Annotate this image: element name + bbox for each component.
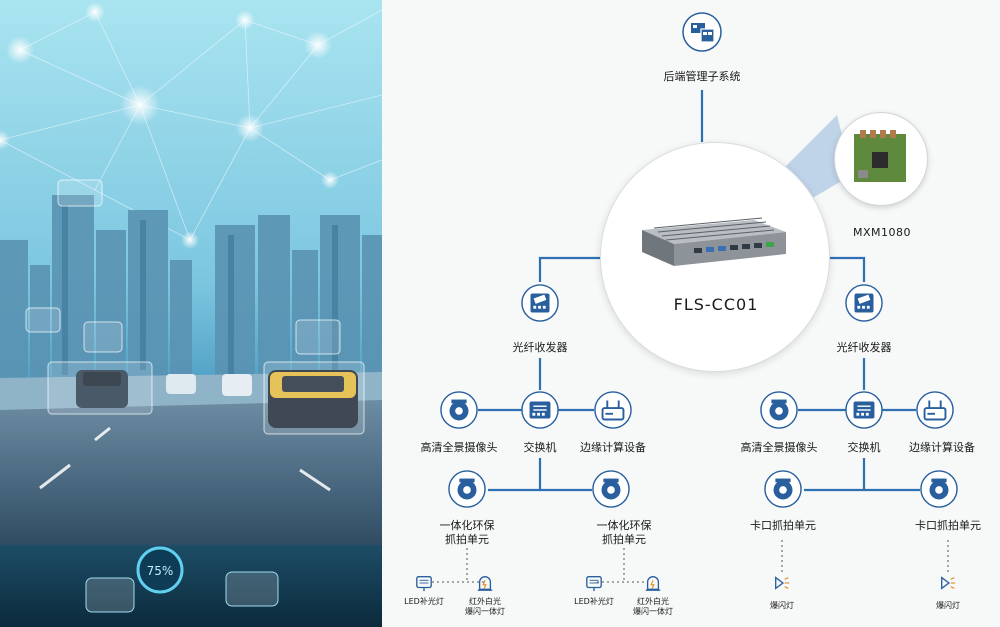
led-light-icon xyxy=(586,576,602,592)
switch-icon xyxy=(521,391,559,429)
edge-router-icon xyxy=(594,391,632,429)
device-label: FLS-CC01 xyxy=(673,295,759,314)
right-switch-label: 交换机 xyxy=(847,441,881,454)
fiber-transceiver-icon xyxy=(845,284,883,322)
server-icon xyxy=(682,12,722,52)
dome-camera-icon xyxy=(920,470,958,508)
left-edge-label: 边缘计算设备 xyxy=(580,441,646,454)
switch-icon xyxy=(845,391,883,429)
dome-camera-icon xyxy=(448,470,486,508)
left-camera-label: 高清全景摄像头 xyxy=(420,441,498,454)
mxm-module-image xyxy=(854,130,906,182)
led-light-icon xyxy=(416,576,432,592)
right-flash-a-label: 爆闪灯 xyxy=(770,601,794,610)
network-topology-diagram: 后端管理子系统 FLS-CC01 xyxy=(382,0,1000,627)
smart-traffic-photo: 75% xyxy=(0,0,382,627)
edge-router-icon xyxy=(916,391,954,429)
left-capture-a-label: 一体化环保 抓拍单元 xyxy=(439,519,495,546)
right-transceiver-label: 光纤收发器 xyxy=(836,341,892,354)
flash-light-icon xyxy=(941,576,956,590)
industrial-pc-image xyxy=(642,217,786,266)
left-ir-b-label: 红外白光 爆闪一体灯 xyxy=(633,597,673,616)
left-led-a-label: LED补光灯 xyxy=(404,597,444,606)
left-ir-a-label: 红外白光 爆闪一体灯 xyxy=(465,597,505,616)
left-transceiver-label: 光纤收发器 xyxy=(512,341,568,354)
strobe-light-icon xyxy=(645,576,661,591)
dome-camera-icon xyxy=(440,391,478,429)
flash-light-icon xyxy=(775,576,790,590)
right-edge-label: 边缘计算设备 xyxy=(909,441,975,454)
left-led-b-label: LED补光灯 xyxy=(574,597,614,606)
module-label: MXM1080 xyxy=(852,226,912,239)
dome-camera-icon xyxy=(592,470,630,508)
dome-camera-icon xyxy=(764,470,802,508)
left-capture-b-label: 一体化环保 抓拍单元 xyxy=(596,519,652,546)
dome-camera-icon xyxy=(760,391,798,429)
fiber-transceiver-icon xyxy=(521,284,559,322)
hud-speed: 75% xyxy=(147,564,174,578)
left-switch-label: 交换机 xyxy=(523,441,557,454)
strobe-light-icon xyxy=(477,576,493,591)
right-camera-label: 高清全景摄像头 xyxy=(740,441,818,454)
right-checkpoint-a-label: 卡口抓拍单元 xyxy=(750,519,816,532)
right-flash-b-label: 爆闪灯 xyxy=(936,601,960,610)
backend-label: 后端管理子系统 xyxy=(663,70,741,83)
right-checkpoint-b-label: 卡口抓拍单元 xyxy=(915,519,981,532)
